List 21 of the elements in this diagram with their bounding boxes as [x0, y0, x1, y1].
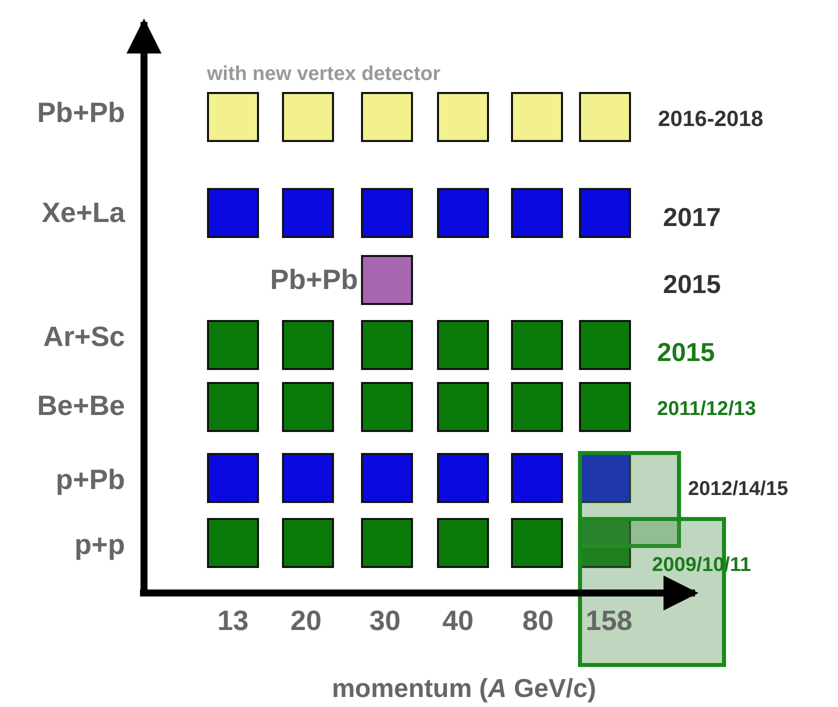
year-label: 2016-2018	[658, 108, 764, 130]
year-label: 2015	[657, 339, 715, 365]
year-label: 2015	[663, 271, 721, 297]
axis-title: momentum (A GeV/c)	[332, 675, 596, 701]
row-label: p+p	[74, 531, 125, 559]
row-label: Pb+Pb	[270, 266, 358, 294]
year-label: 2017	[663, 204, 721, 230]
tick-label: 40	[442, 607, 474, 635]
tick-label: 13	[217, 607, 249, 635]
tick-label: 20	[290, 607, 322, 635]
row-label: Pb+Pb	[37, 99, 125, 127]
tick-label: 80	[522, 607, 554, 635]
year-label: 2012/14/15	[688, 479, 788, 499]
row-label: Ar+Sc	[43, 323, 125, 351]
tick-label: 30	[369, 607, 401, 635]
row-label: Xe+La	[42, 199, 125, 227]
year-label: 2011/12/13	[657, 399, 756, 419]
row-label: p+Pb	[56, 466, 125, 494]
section-note: with new vertex detector	[207, 64, 440, 84]
row-label: Be+Be	[37, 392, 125, 420]
tick-label: 158	[586, 607, 632, 635]
